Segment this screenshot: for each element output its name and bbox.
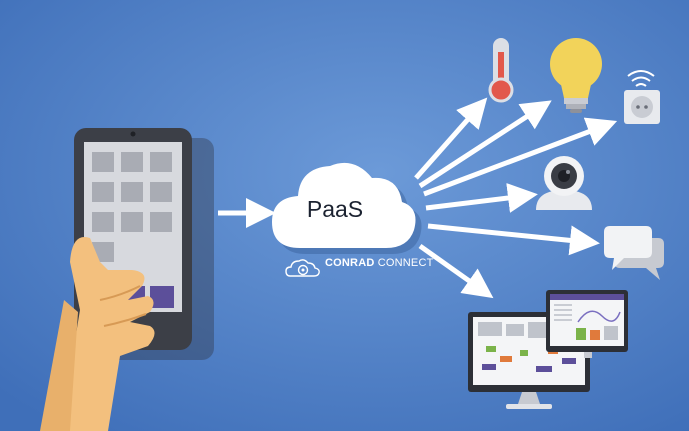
arrow-to-thermometer	[414, 97, 488, 180]
light-bulb-icon	[550, 38, 602, 113]
arrow-to-monitor	[418, 243, 494, 299]
cloud-icon	[272, 162, 422, 254]
thermometer-icon	[488, 38, 514, 103]
arrow-to-plug	[423, 117, 618, 197]
chat-bubble-icon	[604, 226, 664, 280]
dashboard-monitor-icon	[468, 290, 628, 409]
brand-name: CONRAD CONNECT	[325, 257, 434, 269]
arrow-to-camera	[425, 183, 538, 213]
cloud-label: PaaS	[306, 196, 364, 222]
arrows-to-devices	[414, 97, 618, 299]
brand-logo: CONRAD CONNECT	[286, 257, 434, 269]
conrad-connect-logo-icon	[285, 259, 320, 277]
brand-name-bold: CONRAD	[325, 257, 375, 269]
arrow-to-chat	[427, 223, 600, 256]
brand-name-regular: CONNECT	[374, 257, 434, 269]
arrow-to-bulb	[418, 100, 552, 189]
camera-icon	[536, 156, 592, 210]
smart-plug-icon	[624, 70, 660, 124]
hand-icon	[40, 237, 155, 431]
